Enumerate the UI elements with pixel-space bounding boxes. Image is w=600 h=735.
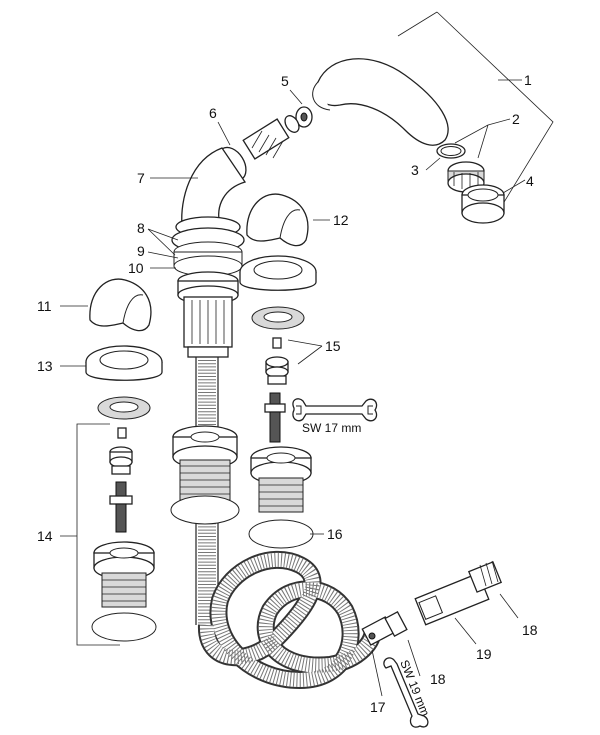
wrench-17 [292,398,378,422]
label-5: 5 [281,73,289,89]
valve-stem-left [109,481,133,533]
leader-9 [147,251,179,259]
label-9: 9 [137,243,145,259]
leader-2 [454,118,511,159]
cap-12 [246,193,309,247]
mount-right-16 [248,446,314,549]
label-16: 16 [327,526,343,542]
leader-17 [371,649,383,697]
valve-head-15 [265,337,289,385]
wrench-17-label: SW 17 mm [302,421,361,435]
label-11: 11 [37,298,52,314]
wrench-19 [383,657,429,728]
spout-body-7 [171,147,247,305]
spout-outlet [312,58,449,146]
label-2: 2 [512,111,520,127]
label-12: 12 [333,212,349,228]
label-4: 4 [526,173,534,189]
label-10: 10 [128,260,144,276]
ring-left-small [97,396,151,420]
label-6: 6 [209,105,217,121]
o-ring-3 [436,143,466,159]
center-mount [170,425,240,525]
hose-coils [198,551,382,690]
label-8: 8 [137,220,145,236]
label-14: 14 [37,528,53,544]
valve-head-left [109,427,133,475]
hose-fitting-17 [361,611,408,646]
leader-18a [407,639,421,677]
leader-4 [502,179,526,194]
threaded-sleeve [183,296,233,358]
leader-8 [147,228,179,256]
label-3: 3 [411,162,419,178]
ring-right-small [251,306,305,330]
cap-11 [89,278,152,332]
ring-right-large [239,255,317,291]
bracket-line-1 [397,11,554,213]
ring-left-large [85,345,163,381]
bracket-14 [60,423,120,646]
label-17: 17 [370,699,386,715]
leader-3 [425,157,441,171]
label-19: 19 [476,646,492,662]
label-18a: 18 [430,671,446,687]
leader-15 [287,339,323,365]
label-15: 15 [325,338,341,354]
valve-stem-right [264,392,286,443]
leader-5 [289,89,303,105]
aerator-housing-4 [461,184,505,224]
mount-left [91,541,157,642]
leader-19 [454,617,477,645]
adapter-18 [467,560,503,593]
washer-5 [295,106,313,128]
leader-18b [499,593,519,619]
adapter-19 [414,572,490,626]
leader-6 [217,121,231,146]
label-13: 13 [37,358,53,374]
label-7: 7 [137,170,145,186]
label-18b: 18 [522,622,538,638]
label-1: 1 [524,72,532,88]
